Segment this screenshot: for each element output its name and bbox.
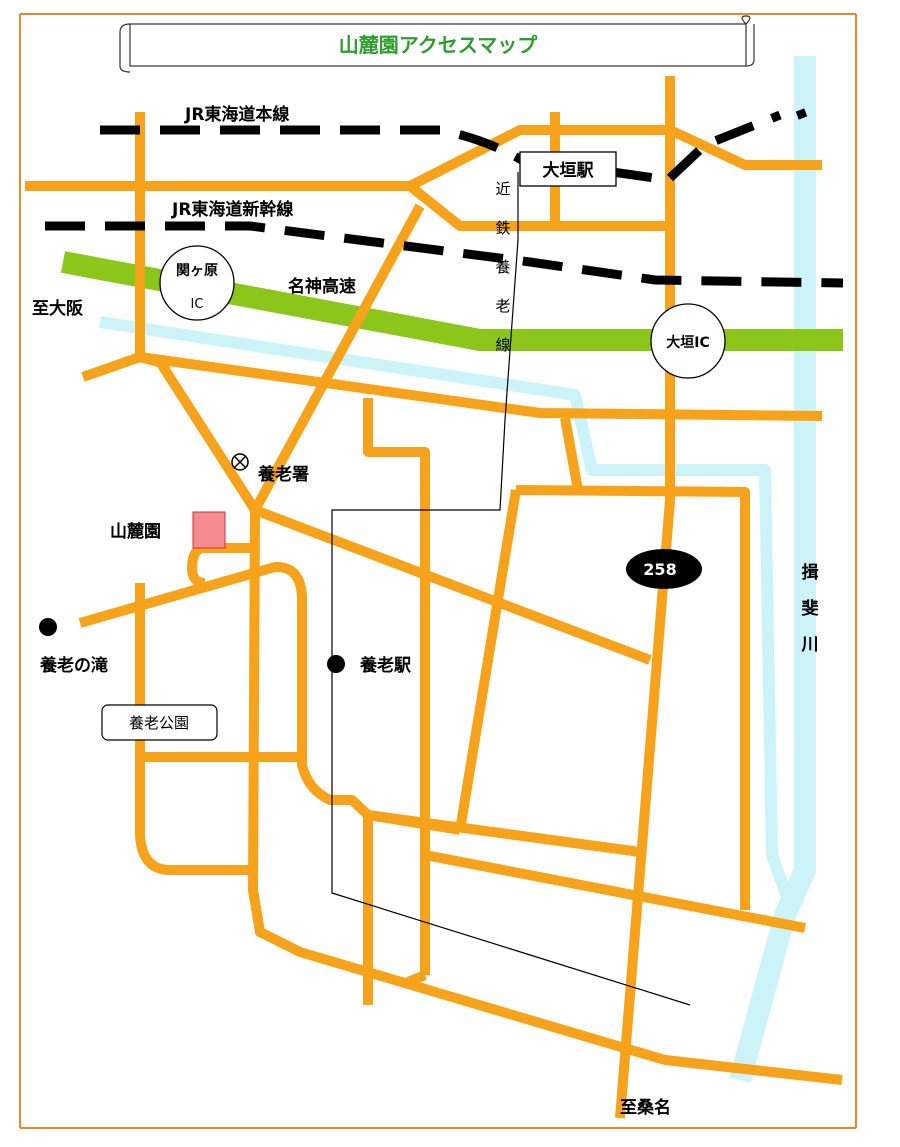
title-banner: 山麓園アクセスマップ [119, 15, 755, 73]
kintetsu-line-label: 近 鉄 養 老 線 [495, 180, 510, 354]
kintetsu-char-3: 養 [495, 258, 510, 276]
sekigahara-ic-suffix: IC [191, 297, 204, 312]
route-258-marker: 258 [626, 549, 702, 589]
kintetsu-char-1: 近 [495, 180, 510, 198]
jr-tokaido-label: JR東海道本線 [184, 104, 289, 125]
ogaki-ic: 大垣IC [650, 303, 726, 379]
kintetsu-yoro-line [331, 172, 691, 1006]
kintetsu-char-5: 線 [495, 336, 510, 354]
route-258-label: 258 [643, 560, 676, 579]
station-dot-icon [327, 655, 345, 673]
sekigahara-ic-name: 関ヶ原 [176, 263, 218, 279]
kintetsu-char-2: 鉄 [495, 219, 510, 237]
sanroku-en-label: 山麓園 [110, 521, 161, 542]
to-kuwana-label: 至桑名 [620, 1097, 671, 1118]
meishin-label: 名神高速 [288, 276, 356, 297]
yoro-park-label: 養老公園 [129, 714, 189, 732]
ibi-char-2: 斐 [802, 599, 820, 619]
location-dot-icon [39, 618, 57, 636]
yoro-station-label: 養老駅 [359, 655, 412, 676]
jr-shinkansen-label: JR東海道新幹線 [171, 199, 293, 220]
sanroku-en-marker [192, 511, 226, 549]
to-osaka-label: 至大阪 [32, 298, 83, 319]
sekigahara-ic: 関ヶ原 IC [159, 245, 235, 321]
kintetsu-char-4: 老 [495, 297, 510, 315]
ogaki-station-label: 大垣駅 [543, 160, 595, 181]
yoro-park: 養老公園 [101, 704, 218, 741]
ogaki-station: 大垣駅 [519, 151, 617, 187]
police-label: 養老署 [257, 464, 309, 485]
road-network [25, 76, 843, 1119]
police-station-icon [231, 453, 249, 471]
map-frame [19, 13, 857, 1129]
yoro-falls-label: 養老の滝 [39, 655, 108, 676]
ibi-river-label: 揖 斐 川 [801, 562, 820, 655]
ibi-char-1: 揖 [802, 562, 819, 583]
jr-shinkansen-line [45, 221, 844, 288]
ibi-char-3: 川 [801, 635, 819, 655]
ibi-river [99, 56, 816, 1083]
map-title: 山麓園アクセスマップ [339, 33, 538, 57]
ogaki-ic-label: 大垣IC [666, 334, 709, 351]
